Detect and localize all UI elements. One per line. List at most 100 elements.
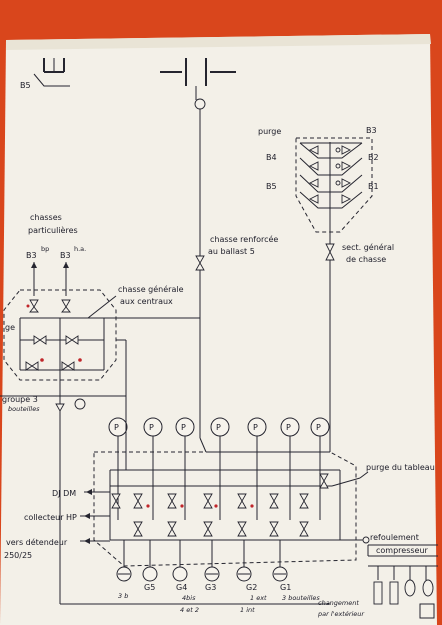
tableau-valve-10[interactable]: [203, 521, 213, 537]
compressor-outlets: [368, 565, 438, 605]
label-g3: G3: [205, 583, 216, 592]
central-valve-5[interactable]: [25, 361, 39, 371]
svg-text:P: P: [253, 423, 258, 432]
label-changement-2: par l'extérieur: [317, 610, 365, 618]
label-ratio: 250/25: [4, 551, 32, 560]
svg-text:P: P: [114, 423, 119, 432]
label-g5: G5: [144, 583, 155, 592]
label-g1: G1: [280, 583, 291, 592]
tableau-valve-5[interactable]: [237, 493, 247, 509]
groupe3-valve[interactable]: [55, 403, 65, 412]
label-3-bouteilles: 3 bouteilles: [282, 594, 320, 602]
tableau-valve-11[interactable]: [237, 521, 247, 537]
tableau-box: [93, 451, 357, 567]
red-marker-4: [146, 504, 150, 508]
central-valve-network: [19, 317, 200, 420]
label-1-ext: 1 ext: [250, 594, 267, 602]
central-valve-6[interactable]: [61, 361, 75, 371]
central-valve-2[interactable]: [61, 299, 71, 313]
ballast-valve-4[interactable]: [341, 161, 352, 171]
ballast-valve-7[interactable]: [308, 194, 319, 204]
label-purge-top: purge: [258, 127, 281, 136]
central-valve-4[interactable]: [65, 335, 79, 345]
manometer-3: P: [175, 417, 195, 520]
label-g2: G2: [246, 583, 257, 592]
label-b2: B2: [368, 153, 379, 162]
gauge-3b: [116, 540, 132, 582]
label-b3-bp: B3: [26, 251, 37, 260]
central-valve-1[interactable]: [29, 299, 39, 313]
manometer-6: P: [280, 417, 300, 520]
tableau-valve-6[interactable]: [269, 493, 279, 509]
red-marker-6: [214, 504, 218, 508]
label-sect-general-1: sect. général: [342, 242, 394, 252]
red-marker-1: [40, 358, 44, 362]
label-collecteur-hp: collecteur HP: [24, 513, 77, 522]
label-g4: G4: [176, 583, 187, 592]
label-changement-1: changement: [318, 599, 359, 607]
manometer-5: P: [247, 417, 267, 520]
red-marker-7: [250, 504, 254, 508]
gauge-g4: [172, 540, 188, 582]
label-sect-general-2: de chasse: [346, 255, 386, 264]
manometer-row: P P P P P P P: [108, 417, 330, 520]
tableau-valve-13[interactable]: [299, 521, 309, 537]
svg-text:P: P: [149, 423, 154, 432]
top-coupling-symbol: [160, 58, 236, 260]
purge-tableau-valve[interactable]: [319, 473, 329, 489]
label-b3-ha: B3: [60, 251, 71, 260]
ballast-purge-box: [295, 137, 373, 233]
leader-chasse-generale: [87, 295, 117, 319]
red-marker-3: [26, 304, 30, 308]
label-3b: 3 b: [118, 592, 128, 600]
label-b3-right: B3: [366, 126, 377, 135]
label-vers-detendeur: vers détendeur: [6, 537, 68, 547]
refoulement-gauge: [362, 536, 370, 544]
tableau-valve-12[interactable]: [269, 521, 279, 537]
gauge-g1: [272, 540, 288, 582]
red-marker-5: [180, 504, 184, 508]
label-dj-dm: DJ DM: [52, 489, 76, 498]
label-groupe3: groupe 3: [2, 395, 38, 404]
svg-text:P: P: [181, 423, 186, 432]
gauge-g5: [142, 540, 158, 582]
ballast-valve-2[interactable]: [341, 145, 352, 155]
svg-text:P: P: [216, 423, 221, 432]
tableau-valve-8[interactable]: [133, 521, 143, 537]
tableau-valve-9[interactable]: [167, 521, 177, 537]
label-b5-mid: B5: [266, 182, 277, 191]
paper-sheet: [0, 34, 437, 625]
label-purge-tableau: purge du tableau: [366, 463, 435, 472]
paper-fold-shadow: [6, 34, 431, 50]
tableau-valve-3[interactable]: [167, 493, 177, 509]
label-b3-ha-sup: h.a.: [74, 245, 86, 253]
gauge-g3: [204, 540, 220, 582]
label-ge: ge: [5, 323, 15, 332]
tableau-valve-1[interactable]: [111, 493, 121, 509]
label-4bis: 4bis: [182, 594, 196, 602]
ballast-valve-1[interactable]: [308, 145, 319, 155]
tableau-valve-7[interactable]: [299, 493, 309, 509]
label-chasse-generale-1: chasse générale: [118, 284, 184, 294]
tableau-valve-2[interactable]: [133, 493, 143, 509]
central-valve-3[interactable]: [33, 335, 47, 345]
ballast-valve-ladder: [299, 142, 363, 248]
ballast-valve-5[interactable]: [308, 178, 319, 188]
tableau-valve-4[interactable]: [203, 493, 213, 509]
svg-text:P: P: [286, 423, 291, 432]
label-b3-bp-sup: bp: [41, 245, 49, 253]
label-b5-top: B5: [20, 81, 31, 90]
ballast-valve-6[interactable]: [341, 178, 352, 188]
label-1-int: 1 int: [240, 606, 255, 614]
tableau-lines: [109, 420, 368, 541]
ballast-valve-8[interactable]: [341, 194, 352, 204]
b5-tank-symbol: [33, 58, 70, 87]
label-chasses-part-2: particulières: [28, 225, 78, 235]
label-bouteilles-left: bouteilles: [8, 405, 40, 413]
manometer-4: P: [210, 417, 230, 520]
ballast-valve-3[interactable]: [308, 161, 319, 171]
label-chasses-part-1: chasses: [30, 213, 62, 222]
svg-text:P: P: [316, 423, 321, 432]
